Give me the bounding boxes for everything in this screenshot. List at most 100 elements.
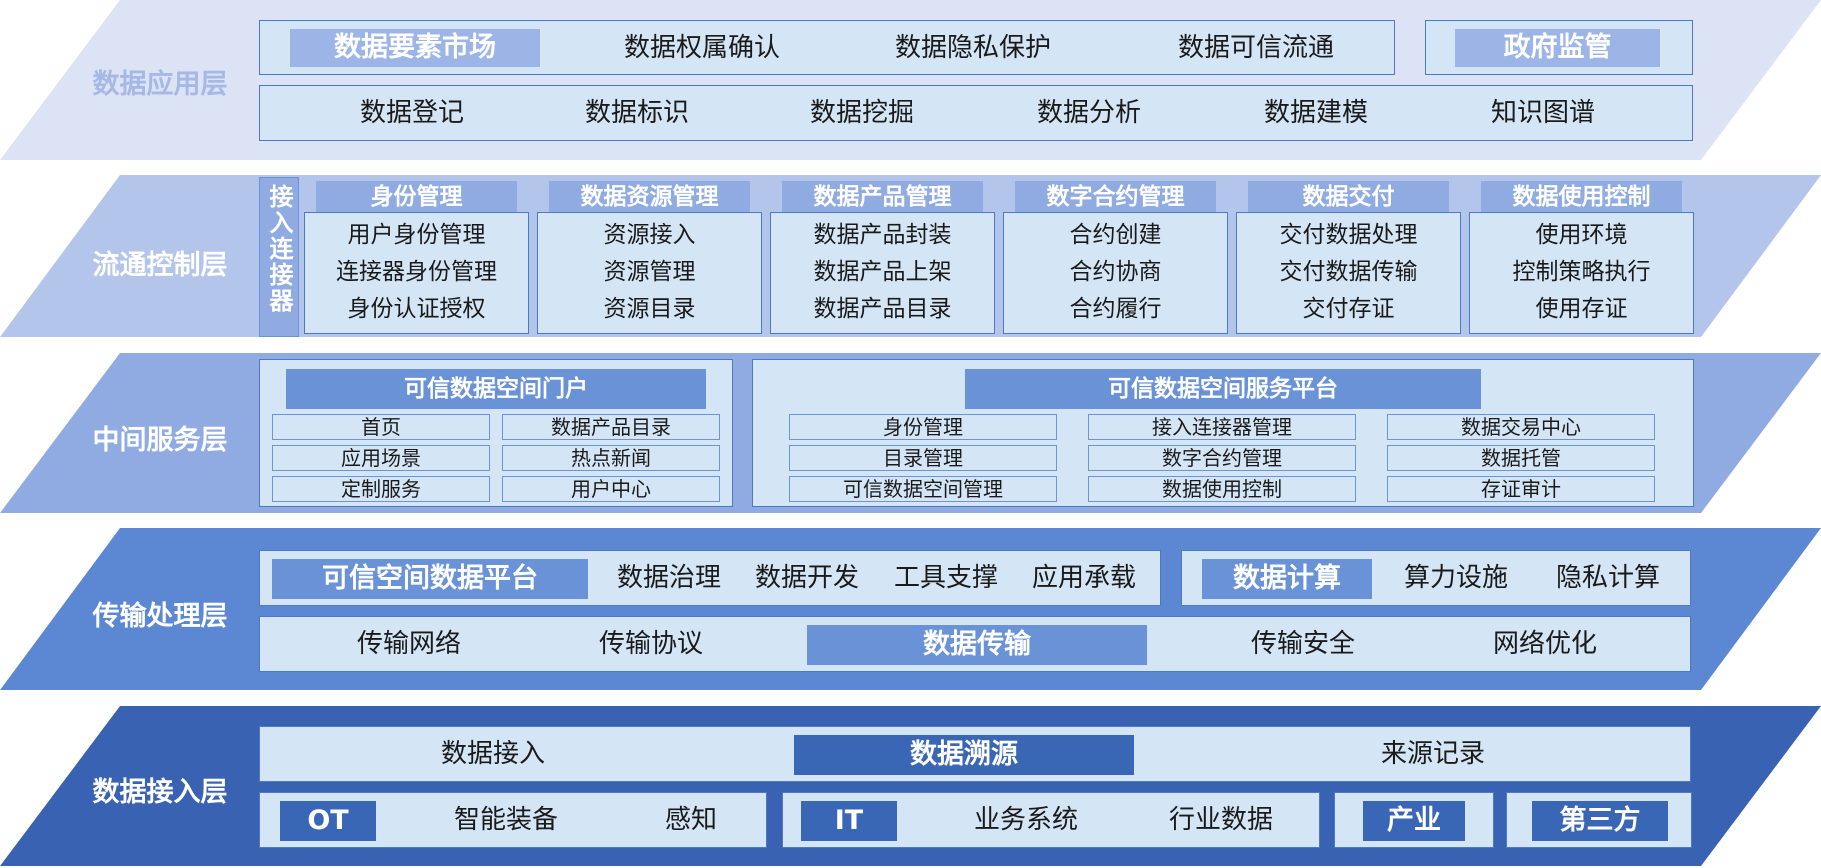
control-module-item: 合约协商 bbox=[1069, 259, 1162, 285]
application-item: 数据分析 bbox=[1036, 98, 1142, 128]
layer-middle: 中间服务层 可信数据空间门户 首页数据产品目录应用场景热点新闻定制服务用户中心 … bbox=[0, 353, 1821, 515]
platform-service-item: 数据使用控制 bbox=[1088, 476, 1356, 502]
application-row1-box: 数据要素市场 数据权属确认 数据隐私保护 数据可信流通 bbox=[259, 20, 1395, 75]
application-item: 数据建模 bbox=[1263, 98, 1369, 128]
transfer-item: 网络优化 bbox=[1492, 629, 1598, 659]
platform-service-item: 身份管理 bbox=[789, 414, 1057, 440]
control-module-item: 使用存证 bbox=[1535, 296, 1628, 322]
control-module-item: 合约履行 bbox=[1069, 296, 1162, 322]
control-module-card: 使用环境控制策略执行使用存证 bbox=[1469, 212, 1694, 334]
compute-item: 算力设施 bbox=[1403, 563, 1509, 593]
application-item: 数据标识 bbox=[584, 98, 690, 128]
control-module-card: 用户身份管理连接器身份管理身份认证授权 bbox=[304, 212, 529, 334]
control-module-item: 数据产品目录 bbox=[813, 296, 952, 322]
control-module-card: 数据产品封装数据产品上架数据产品目录 bbox=[770, 212, 995, 334]
platform-service-item: 目录管理 bbox=[789, 445, 1057, 471]
compute-box: 数据计算 算力设施 隐私计算 bbox=[1181, 550, 1691, 606]
portal-item: 用户中心 bbox=[502, 476, 720, 502]
control-module-title: 数字合约管理 bbox=[1015, 181, 1216, 213]
space-platform-box: 可信空间数据平台 数据治理 数据开发 工具支撑 应用承载 bbox=[259, 550, 1161, 606]
control-module-title: 数据资源管理 bbox=[549, 181, 750, 213]
government-box: 政府监管 bbox=[1425, 20, 1693, 75]
control-module-item: 身份认证授权 bbox=[347, 296, 486, 322]
portal-item: 数据产品目录 bbox=[502, 414, 720, 440]
compute-label: 数据计算 bbox=[1202, 559, 1372, 599]
ot-label: OT bbox=[280, 801, 376, 841]
control-module-item: 使用环境 bbox=[1535, 222, 1628, 248]
application-item: 数据可信流通 bbox=[1177, 33, 1335, 63]
platform-service-item: 数字合约管理 bbox=[1088, 445, 1356, 471]
transfer-label: 数据传输 bbox=[807, 625, 1147, 665]
transfer-item: 传输安全 bbox=[1250, 629, 1356, 659]
control-module-item: 资源接入 bbox=[603, 222, 696, 248]
layer-application-name: 数据应用层 bbox=[92, 69, 228, 100]
access-item: 来源记录 bbox=[1380, 739, 1486, 769]
third-party-box: 第三方 bbox=[1506, 792, 1692, 848]
control-module-item: 交付数据传输 bbox=[1279, 259, 1418, 285]
compute-item: 隐私计算 bbox=[1555, 563, 1661, 593]
transfer-item: 传输网络 bbox=[356, 629, 462, 659]
industry-label: 产业 bbox=[1363, 801, 1465, 841]
control-module-item: 连接器身份管理 bbox=[336, 259, 497, 285]
connector-label: 接入连接器 bbox=[259, 177, 299, 337]
application-item: 数据隐私保护 bbox=[894, 33, 1052, 63]
access-item: 数据接入 bbox=[440, 739, 546, 769]
portal-box: 可信数据空间门户 首页数据产品目录应用场景热点新闻定制服务用户中心 bbox=[259, 359, 733, 507]
it-item: 行业数据 bbox=[1168, 805, 1274, 835]
portal-item: 热点新闻 bbox=[502, 445, 720, 471]
it-label: IT bbox=[801, 801, 897, 841]
ot-box: OT 智能装备 感知 bbox=[259, 792, 767, 848]
control-module-item: 合约创建 bbox=[1069, 222, 1162, 248]
control-module-title: 数据使用控制 bbox=[1481, 181, 1682, 213]
control-module-title: 数据产品管理 bbox=[782, 181, 983, 213]
control-module-item: 资源管理 bbox=[603, 259, 696, 285]
control-module-item: 用户身份管理 bbox=[347, 222, 486, 248]
control-module-card: 交付数据处理交付数据传输交付存证 bbox=[1236, 212, 1461, 334]
control-module-title: 数据交付 bbox=[1248, 181, 1449, 213]
layer-middle-name: 中间服务层 bbox=[92, 425, 228, 456]
government-label: 政府监管 bbox=[1455, 29, 1660, 67]
platform-box: 可信数据空间服务平台 身份管理接入连接器管理数据交易中心目录管理数字合约管理数据… bbox=[752, 359, 1694, 507]
it-box: IT 业务系统 行业数据 bbox=[782, 792, 1320, 848]
platform-title: 可信数据空间服务平台 bbox=[965, 369, 1481, 409]
portal-item: 首页 bbox=[272, 414, 490, 440]
platform-item: 数据治理 bbox=[616, 563, 722, 593]
application-item: 数据挖掘 bbox=[809, 98, 915, 128]
connector-text: 接入连接器 bbox=[265, 184, 293, 314]
layer-access-name: 数据接入层 bbox=[92, 777, 228, 808]
layer-control-name: 流通控制层 bbox=[92, 250, 228, 281]
layer-application: 数据应用层 数据要素市场 数据权属确认 数据隐私保护 数据可信流通 政府监管 数… bbox=[0, 0, 1821, 162]
it-item: 业务系统 bbox=[973, 805, 1079, 835]
control-module-item: 数据产品封装 bbox=[813, 222, 952, 248]
platform-service-item: 数据交易中心 bbox=[1387, 414, 1655, 440]
application-item: 知识图谱 bbox=[1490, 98, 1596, 128]
industry-box: 产业 bbox=[1334, 792, 1494, 848]
control-module-item: 控制策略执行 bbox=[1512, 259, 1651, 285]
portal-title: 可信数据空间门户 bbox=[286, 369, 706, 409]
control-module-card: 合约创建合约协商合约履行 bbox=[1003, 212, 1228, 334]
ot-item: 感知 bbox=[664, 805, 718, 835]
platform-service-item: 接入连接器管理 bbox=[1088, 414, 1356, 440]
application-item: 数据登记 bbox=[359, 98, 465, 128]
portal-item: 应用场景 bbox=[272, 445, 490, 471]
platform-service-item: 数据托管 bbox=[1387, 445, 1655, 471]
platform-service-item: 存证审计 bbox=[1387, 476, 1655, 502]
control-module-item: 资源目录 bbox=[603, 296, 696, 322]
access-row1-box: 数据接入 数据溯源 来源记录 bbox=[259, 726, 1691, 782]
layer-access: 数据接入层 数据接入 数据溯源 来源记录 OT 智能装备 感知 IT 业务系统 … bbox=[0, 706, 1821, 868]
layer-transport: 传输处理层 可信空间数据平台 数据治理 数据开发 工具支撑 应用承载 数据计算 … bbox=[0, 528, 1821, 693]
platform-service-item: 可信数据空间管理 bbox=[789, 476, 1057, 502]
ot-item: 智能装备 bbox=[453, 805, 559, 835]
platform-item: 工具支撑 bbox=[893, 563, 999, 593]
transfer-row-box: 传输网络 传输协议 数据传输 传输安全 网络优化 bbox=[259, 616, 1691, 672]
control-module-title: 身份管理 bbox=[316, 181, 517, 213]
platform-item: 应用承载 bbox=[1031, 563, 1137, 593]
control-module-card: 资源接入资源管理资源目录 bbox=[537, 212, 762, 334]
transfer-item: 传输协议 bbox=[598, 629, 704, 659]
layer-control: 流通控制层 接入连接器 身份管理用户身份管理连接器身份管理身份认证授权数据资源管… bbox=[0, 175, 1821, 340]
application-row2-box: 数据登记 数据标识 数据挖掘 数据分析 数据建模 知识图谱 bbox=[259, 85, 1693, 141]
space-platform-label: 可信空间数据平台 bbox=[272, 559, 588, 599]
control-module-item: 交付数据处理 bbox=[1279, 222, 1418, 248]
control-module-item: 数据产品上架 bbox=[813, 259, 952, 285]
application-item: 数据权属确认 bbox=[623, 33, 781, 63]
